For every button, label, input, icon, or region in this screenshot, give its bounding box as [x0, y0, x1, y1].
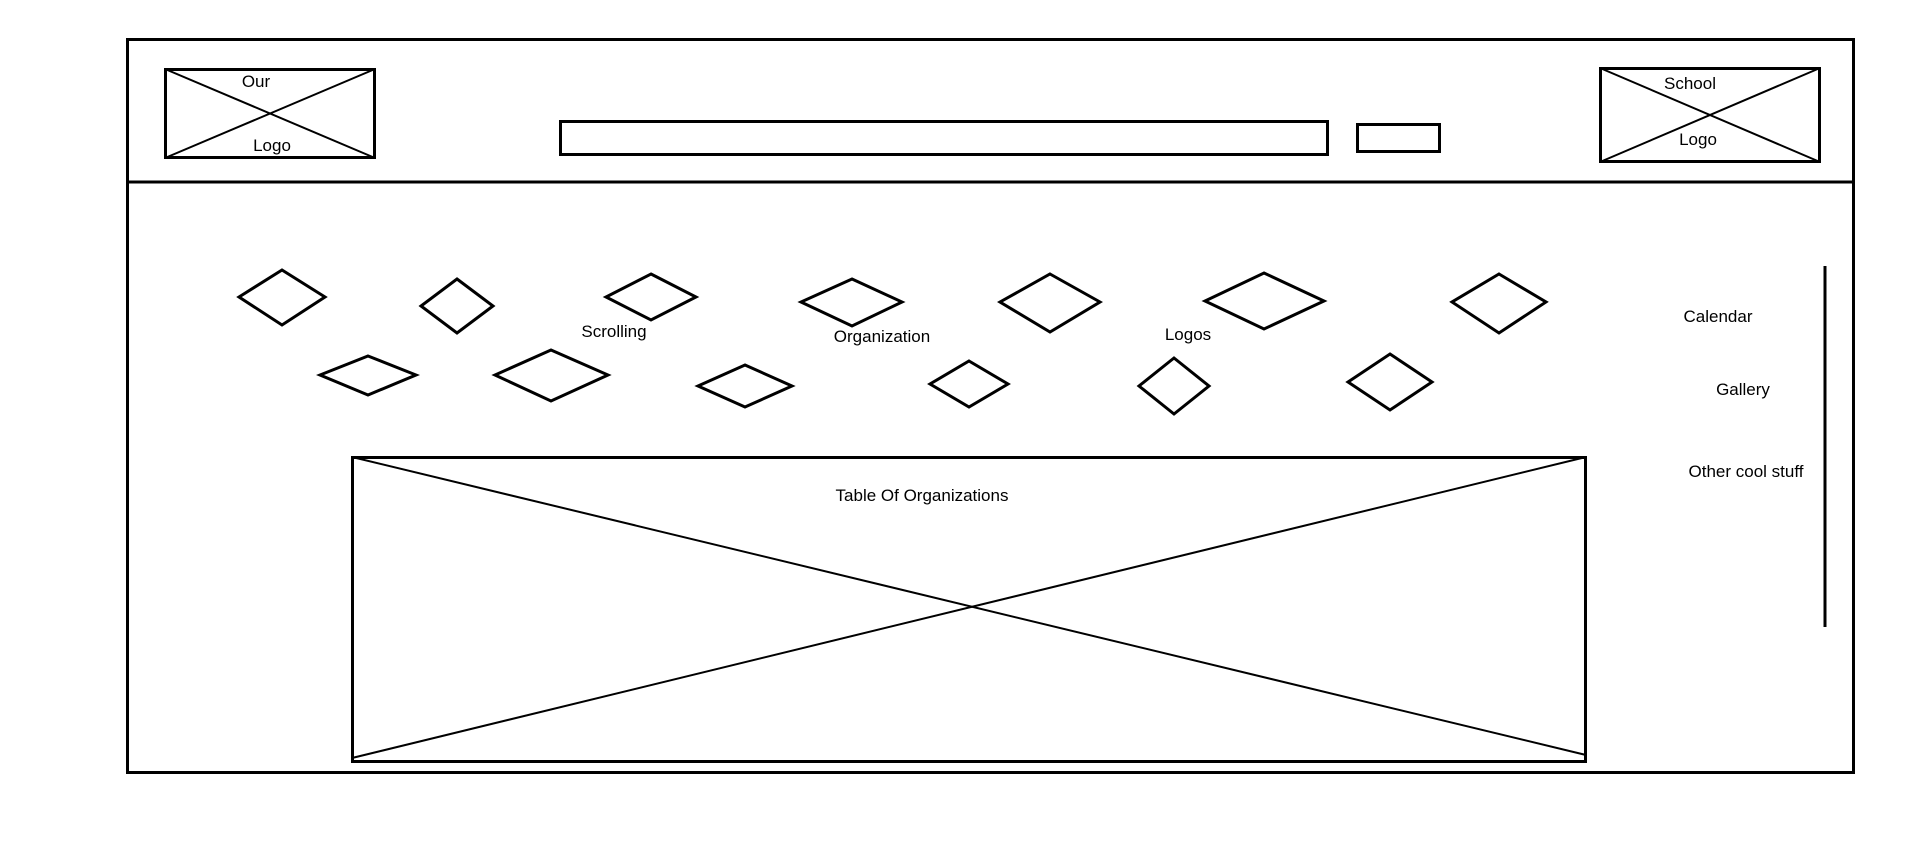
our-logo[interactable]: Our Logo [164, 68, 376, 159]
carousel-logo-8[interactable] [316, 354, 420, 397]
carousel-logo-4[interactable] [797, 277, 906, 328]
school-logo-label-line2: Logo [1679, 130, 1717, 149]
carousel-logo-10[interactable] [694, 363, 796, 409]
organizations-table-box [351, 456, 1587, 763]
school-logo-cross-b [1599, 67, 1821, 163]
search-input[interactable] [559, 120, 1329, 156]
carousel-logo-7[interactable] [1449, 272, 1549, 335]
carousel-logo-1[interactable] [236, 268, 328, 327]
carousel-logo-13[interactable] [1345, 352, 1435, 412]
our-logo-box [164, 68, 376, 159]
school-logo-box [1599, 67, 1821, 163]
search-button[interactable] [1356, 123, 1441, 153]
our-logo-cross-b [164, 68, 376, 159]
carousel-logo-6[interactable] [1201, 271, 1328, 331]
school-logo-label-line1: School [1664, 74, 1716, 93]
our-logo-label-line1: Our [242, 72, 271, 91]
organizations-table[interactable]: Table Of Organizations [351, 456, 1587, 763]
sidebar-item-other-cool-stuff[interactable]: Other cool stuff [1689, 462, 1804, 481]
carousel-logo-11[interactable] [927, 359, 1011, 409]
school-logo[interactable]: School Logo [1599, 67, 1821, 163]
carousel-logo-12[interactable] [1136, 356, 1212, 416]
sidebar-nav: Calendar Gallery Other cool stuff [1684, 266, 1827, 627]
carousel-logo-9[interactable] [491, 348, 612, 403]
organizations-table-cross-b [351, 456, 1587, 759]
page-frame [126, 38, 1855, 774]
carousel-logo-5[interactable] [997, 272, 1103, 334]
sidebar-item-calendar[interactable]: Calendar [1684, 307, 1753, 326]
logo-carousel[interactable]: Scrolling Organization Logos [236, 268, 1549, 416]
carousel-caption-2: Organization [834, 327, 930, 346]
carousel-logo-2[interactable] [418, 277, 496, 335]
carousel-caption-3: Logos [1165, 325, 1211, 344]
carousel-caption-1: Scrolling [581, 322, 646, 341]
our-logo-label-line2: Logo [253, 136, 291, 155]
sidebar-item-gallery[interactable]: Gallery [1716, 380, 1770, 399]
organizations-table-cross-a [351, 456, 1587, 756]
organizations-table-label: Table Of Organizations [836, 486, 1009, 505]
carousel-logo-3[interactable] [602, 272, 700, 322]
